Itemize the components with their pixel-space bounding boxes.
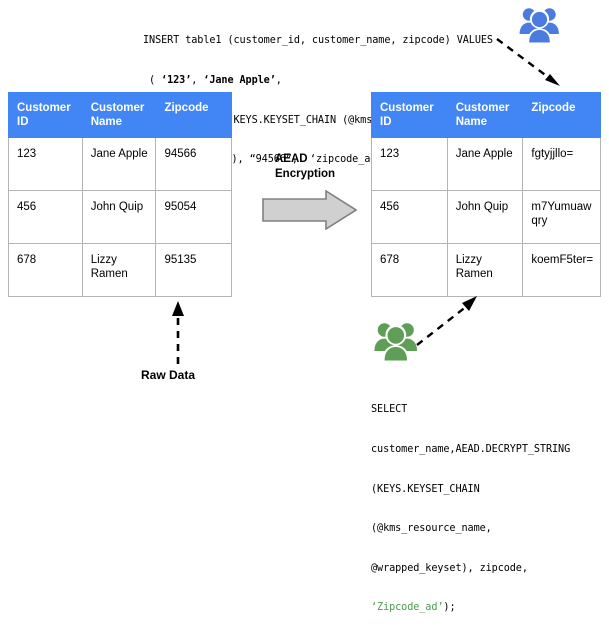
encrypted-table: Customer ID Customer Name Zipcode 123 Ja… [371, 92, 601, 297]
column-header-zipcode: Zipcode [522, 92, 601, 138]
table-row: 678 Lizzy Ramen 95135 [8, 243, 232, 297]
cell-zipcode: 95054 [155, 190, 232, 244]
people-group-icon [519, 8, 559, 43]
select-sql-line-6: ‘Zipcode_ad’); [371, 601, 570, 614]
cell-customer-name: Lizzy Ramen [81, 243, 157, 297]
select-sql-line-2: customer_name,AEAD.DECRYPT_STRING [371, 444, 571, 456]
insert-sql-value-customer-id: ‘123’ [161, 75, 192, 87]
dashed-arrow-up-icon [172, 301, 184, 364]
table-row: 456 John Quip m7Yumuaw qry [371, 190, 601, 244]
table-row: 456 John Quip 95054 [8, 190, 232, 244]
table-row: 678 Lizzy Ramen koemF5ter= [371, 243, 601, 297]
insert-sql-line-2-suffix: , [275, 75, 282, 87]
cell-zipcode: 94566 [155, 137, 232, 191]
insert-sql-line-2-prefix: ( [149, 75, 162, 87]
table-row: 123 Jane Apple 94566 [8, 137, 232, 191]
column-header-customer-id: Customer ID [371, 92, 448, 138]
cell-zipcode: 95135 [155, 243, 232, 297]
select-sql-line-5: @wrapped_keyset), zipcode, [371, 562, 528, 574]
cell-customer-name: Lizzy Ramen [446, 243, 524, 297]
select-sql-line-3: (KEYS.KEYSET_CHAIN [371, 483, 480, 495]
dashed-arrow-down-right-icon [496, 38, 560, 86]
plaintext-table: Customer ID Customer Name Zipcode 123 Ja… [8, 92, 232, 297]
cell-customer-id: 456 [8, 190, 83, 244]
insert-sql-line-2: ( ‘123’, ‘Jane Apple’, [149, 74, 493, 87]
dashed-arrow-up-right-icon [416, 296, 477, 346]
table-header-row: Customer ID Customer Name Zipcode [8, 92, 232, 138]
column-header-customer-name: Customer Name [446, 92, 524, 138]
cell-zipcode: koemF5ter= [522, 243, 601, 297]
aead-encryption-label: AEAD Encryption [275, 152, 335, 181]
select-sql-line-1: SELECT [371, 404, 408, 416]
insert-sql-value-customer-name: ‘Jane Apple’ [203, 75, 276, 87]
table-row: 123 Jane Apple fgtyjjllo= [371, 137, 601, 191]
aead-encryption-label-line-2: Encryption [275, 167, 336, 180]
cell-customer-id: 456 [371, 190, 448, 244]
cell-customer-name: John Quip [446, 190, 524, 244]
column-header-customer-id: Customer ID [8, 92, 83, 138]
cell-zipcode: fgtyjjllo= [522, 137, 601, 191]
cell-customer-id: 123 [371, 137, 448, 191]
raw-data-label: Raw Data [141, 368, 196, 382]
select-sql-aad-literal: ‘Zipcode_ad’ [371, 602, 444, 614]
select-sql-line-6-tail: ); [443, 602, 456, 614]
cell-customer-name: John Quip [81, 190, 157, 244]
cell-customer-name: Jane Apple [446, 137, 524, 191]
column-header-zipcode: Zipcode [155, 92, 232, 138]
cell-customer-id: 123 [8, 137, 83, 191]
table-header-row: Customer ID Customer Name Zipcode [371, 92, 601, 138]
cell-zipcode: m7Yumuaw qry [522, 190, 601, 244]
cell-customer-name: Jane Apple [81, 137, 157, 191]
right-block-arrow-icon [262, 190, 357, 230]
select-sql-line-4: (@kms_resource_name, [371, 523, 492, 535]
cell-customer-id: 678 [8, 243, 83, 297]
cell-customer-id: 678 [371, 243, 448, 297]
column-header-customer-name: Customer Name [81, 92, 157, 138]
aead-encryption-label-line-1: AEAD [275, 153, 308, 165]
people-group-icon [374, 323, 418, 361]
insert-sql-line-1: INSERT table1 (customer_id, customer_nam… [143, 35, 493, 47]
insert-sql-line-2-separator: , [191, 75, 204, 87]
select-sql-statement: SELECT customer_name,AEAD.DECRYPT_STRING… [371, 377, 570, 628]
